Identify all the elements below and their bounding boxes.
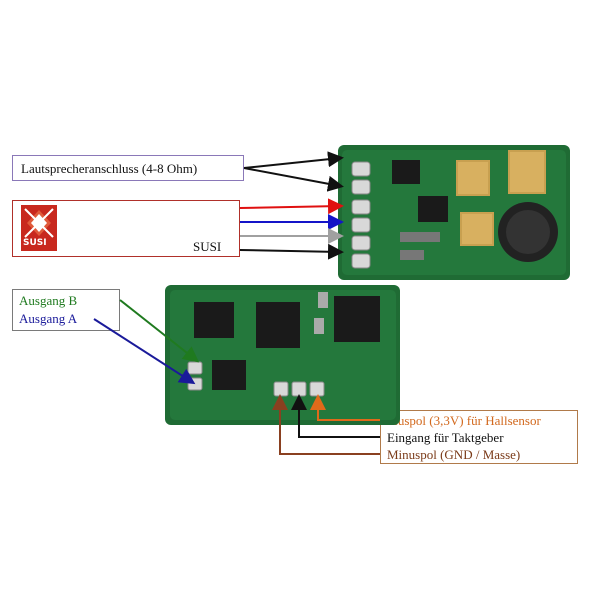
susi-logo: SUSI [21,205,57,251]
pluspol-label: Pluspol (3,3V) für Hallsensor [387,413,541,428]
speaker-label: Lautsprecheranschluss (4-8 Ohm) [21,161,198,176]
wire-pluspol [310,394,380,421]
wire-minuspol [272,394,380,455]
wire-speaker-2 [243,167,344,192]
taktgeber-label: Eingang für Taktgeber [387,430,504,445]
wire-taktgeber [291,394,380,438]
ausgang-b-label: Ausgang B [19,293,78,308]
susi-label: SUSI [193,239,222,254]
ausgang-label-box: Ausgang B Ausgang A [12,289,120,331]
susi-label-box: SUSI SUSI [12,200,240,257]
wire-susi-black [239,243,344,260]
top-pcb [338,145,570,280]
bottom-pcb [165,285,400,425]
speaker-label-box: Lautsprecheranschluss (4-8 Ohm) [12,155,244,181]
wire-susi-red [239,198,344,215]
wire-speaker-1 [243,151,344,169]
susi-logo-icon [24,208,54,238]
susi-logo-text: SUSI [23,238,47,248]
minuspol-label: Minuspol (GND / Masse) [387,447,521,462]
wire-ausgang-b [119,299,200,363]
ausgang-a-label: Ausgang A [19,311,78,326]
pin-label-box: Pluspol (3,3V) für Hallsensor Eingang fü… [380,410,578,464]
